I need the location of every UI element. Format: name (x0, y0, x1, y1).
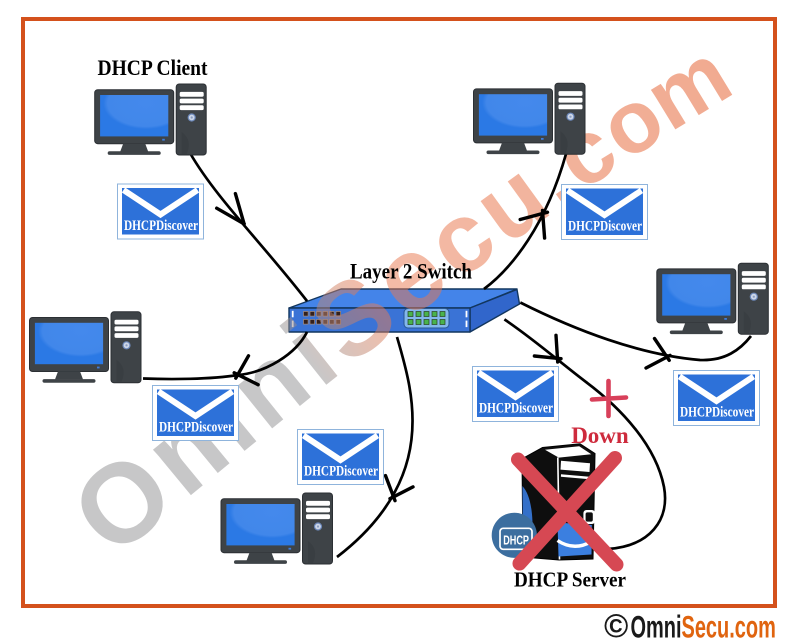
svg-text:DHCP Server: DHCP Server (514, 567, 626, 591)
svg-text:Down: Down (571, 423, 629, 449)
svg-text:©: © (604, 607, 628, 640)
svg-text:OmniSecu.com: OmniSecu.com (49, 24, 747, 579)
svg-text:DHCP Client: DHCP Client (98, 55, 209, 80)
svg-text:DHCP: DHCP (503, 532, 529, 547)
svg-text:OmniSecu.com: OmniSecu.com (631, 609, 776, 640)
svg-text:Layer 2 Switch: Layer 2 Switch (350, 258, 472, 283)
